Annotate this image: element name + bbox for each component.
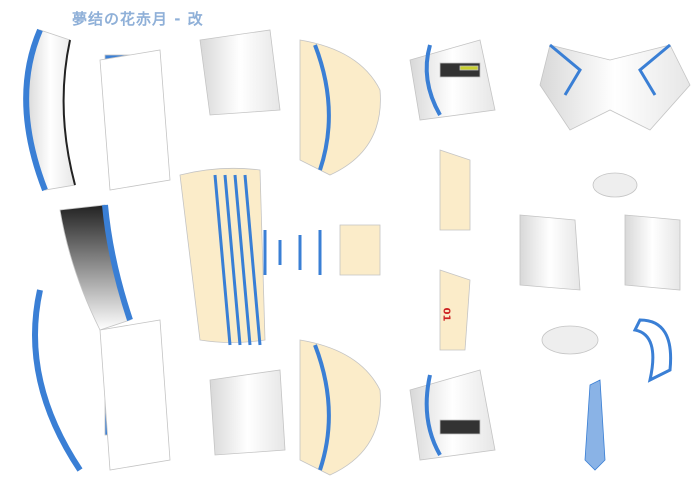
sheet-title: 夢结の花赤月 - 改	[72, 10, 204, 28]
part-number-label: 01	[440, 307, 452, 322]
skirt-fan-mid	[59, 204, 133, 331]
ribbon-strip	[32, 289, 83, 472]
skirt-fan-top	[23, 28, 76, 192]
